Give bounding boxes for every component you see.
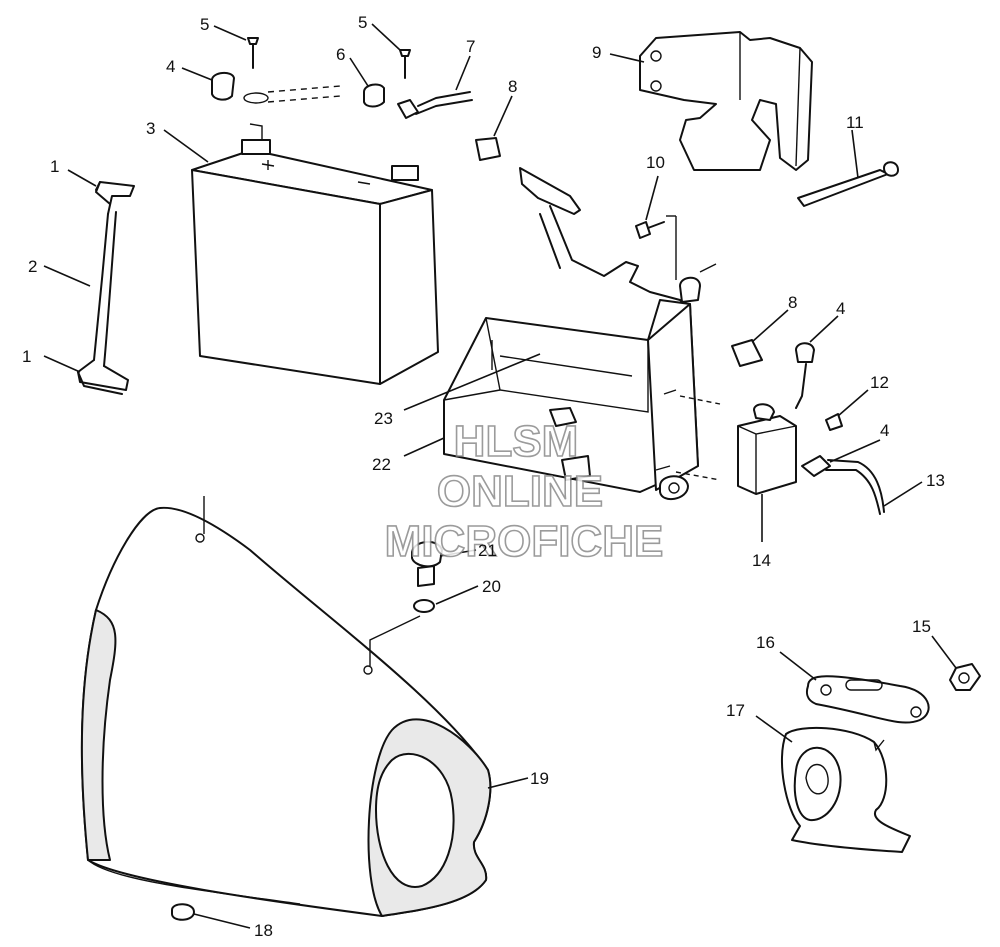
relay-assembly xyxy=(737,342,885,515)
watermark-line-2: ONLINE xyxy=(437,467,603,516)
callout-17: 17 xyxy=(726,701,745,720)
callout-4-relay: 4 xyxy=(836,299,845,318)
callout-13: 13 xyxy=(926,471,945,490)
callout-5-right: 5 xyxy=(358,13,367,32)
horn-assembly xyxy=(780,663,981,853)
callout-7: 7 xyxy=(466,37,475,56)
callout-20: 20 xyxy=(482,577,501,596)
callout-1-lower: 1 xyxy=(22,347,31,366)
battery-box xyxy=(443,137,763,501)
callout-5-left: 5 xyxy=(200,15,209,34)
battery-strap xyxy=(77,181,135,395)
callout-8-lower: 8 xyxy=(788,293,797,312)
callout-16: 16 xyxy=(756,633,775,652)
callout-6: 6 xyxy=(336,45,345,64)
callout-10: 10 xyxy=(646,153,665,172)
callout-23: 23 xyxy=(374,409,393,428)
battery xyxy=(191,123,439,385)
watermark-line-3: MICROFICHE xyxy=(385,517,664,566)
callout-22: 22 xyxy=(372,455,391,474)
callout-8-upper: 8 xyxy=(508,77,517,96)
callout-labels: 1 2 1 3 4 5 6 5 7 8 9 10 11 8 4 12 4 13 … xyxy=(22,13,945,940)
callout-2: 2 xyxy=(28,257,37,276)
callout-4-battery: 4 xyxy=(166,57,175,76)
nose-cone xyxy=(80,496,492,921)
callout-12: 12 xyxy=(870,373,889,392)
bolt xyxy=(635,215,677,280)
callout-9: 9 xyxy=(592,43,601,62)
mounting-bracket xyxy=(639,31,899,207)
callout-19: 19 xyxy=(530,769,549,788)
watermark-line-1: HLSM xyxy=(454,417,579,466)
callout-4-wire: 4 xyxy=(880,421,889,440)
terminal-hardware xyxy=(211,37,473,119)
leader-lines xyxy=(43,23,957,929)
callout-15: 15 xyxy=(912,617,931,636)
callout-18: 18 xyxy=(254,921,273,940)
callout-21: 21 xyxy=(478,541,497,560)
callout-3: 3 xyxy=(146,119,155,138)
callout-1-upper: 1 xyxy=(50,157,59,176)
callout-14: 14 xyxy=(752,551,771,570)
callout-11: 11 xyxy=(846,113,864,132)
watermark: HLSM ONLINE MICROFICHE xyxy=(384,416,664,567)
